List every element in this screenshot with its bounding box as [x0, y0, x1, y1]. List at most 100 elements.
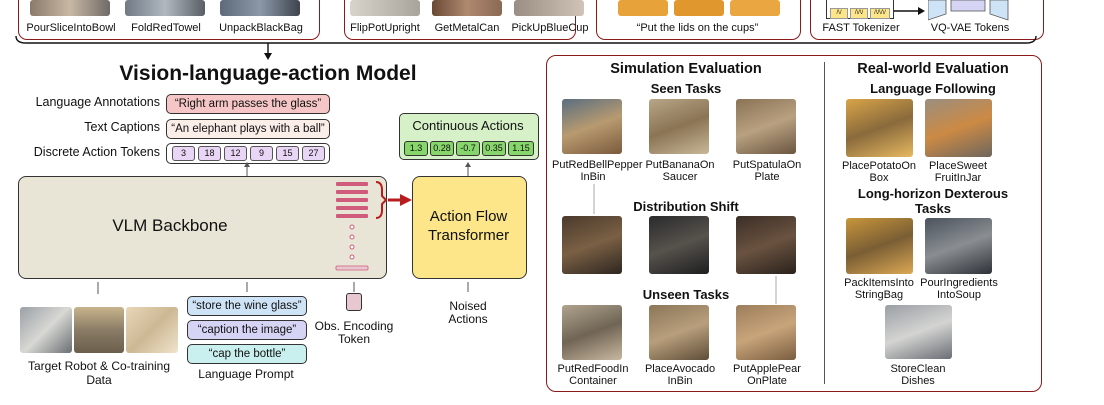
- top-label-metal-can: GetMetalCan: [434, 22, 500, 34]
- tokenizer-arrow: [894, 7, 925, 15]
- continuous-token: 0.35: [482, 141, 506, 156]
- backbone-token-stack: [335, 181, 412, 271]
- unseen-label-3b: OnPlate: [747, 375, 787, 387]
- data-label-line-2: Data: [86, 373, 112, 387]
- store-label-b: Dishes: [901, 375, 935, 387]
- thumb-lids-2: [674, 0, 724, 16]
- distribution-shift-title: Distribution Shift: [633, 199, 739, 214]
- unseen-label-3a: PutApplePear: [733, 363, 801, 375]
- seen-label-1a: PutRedBellPepper: [552, 159, 643, 171]
- prompt-pill-wine-glass: “store the wine glass”: [187, 296, 307, 316]
- shift-thumb-2: [649, 216, 709, 274]
- unseen-label-1b: Container: [569, 375, 617, 387]
- fast-tokenizer-label: FAST Tokenizer: [822, 22, 900, 34]
- lang-label-2a: PlaceSweet: [928, 160, 988, 172]
- top-caption-panel: [596, 0, 801, 40]
- vlm-backbone-label: VLM Backbone: [112, 216, 228, 235]
- connector-arrows: [244, 162, 471, 176]
- real-thumb-sweet: [925, 99, 992, 157]
- vlm-backbone-box: [18, 176, 387, 279]
- row-label-annotations: Language Annotations: [35, 95, 160, 109]
- top-label-pour-slice: PourSliceIntoBowl: [26, 22, 116, 34]
- store-label-a: StoreClean: [890, 363, 946, 375]
- top-label-unpack-bag: UnpackBlackBag: [219, 22, 303, 34]
- data-label-line-1: Target Robot & Co-training: [27, 359, 171, 373]
- top-label-flip-pot: FlipPotUpright: [350, 22, 420, 34]
- data-thumb-robot: [20, 307, 72, 353]
- continuous-token: 1.3: [404, 141, 428, 156]
- flow-label-line-2: Transformer: [427, 227, 510, 244]
- vqvae-tokens-label: VQ-VAE Tokens: [930, 22, 1010, 34]
- discrete-token: 27: [302, 146, 325, 161]
- fast-code-3: /\/\/\/: [870, 8, 890, 19]
- seen-thumb-spatula: [736, 99, 796, 154]
- seen-label-1b: InBin: [580, 171, 606, 183]
- thumb-metal-can: [432, 0, 502, 16]
- prompt-pill-caption: “caption the image”: [187, 320, 307, 340]
- unseen-tasks-title: Unseen Tasks: [642, 287, 730, 302]
- row-label-discrete: Discrete Action Tokens: [33, 145, 160, 159]
- unseen-thumb-avocado: [649, 305, 709, 360]
- thumb-pour-slice: [30, 0, 110, 16]
- action-flow-transformer-box: [412, 176, 527, 279]
- seen-label-3a: PutSpatulaOn: [732, 159, 802, 171]
- long-label-1b: StringBag: [854, 289, 904, 301]
- seen-thumb-bell-pepper: [562, 99, 622, 154]
- obs-label-line-1: Obs. Encoding: [314, 319, 394, 333]
- lang-label-1b: Box: [869, 172, 889, 184]
- data-thumb-elephant: [74, 307, 124, 353]
- top-bracket: [15, 35, 1037, 60]
- prompt-pill-bottle: “cap the bottle”: [187, 344, 307, 364]
- sim-connector-lines: [593, 184, 777, 304]
- thumb-lids-3: [730, 0, 780, 16]
- obs-label-line-2: Token: [337, 332, 371, 346]
- continuous-token: 0.28: [430, 141, 454, 156]
- unseen-label-2b: InBin: [667, 375, 693, 387]
- top-caption-quote: “Put the lids on the cups”: [636, 22, 759, 34]
- thumb-fold-towel: [125, 0, 205, 16]
- seen-label-2b: Saucer: [662, 171, 698, 183]
- fast-code-2: /\/\/: [850, 8, 868, 19]
- thumb-unpack-bag: [220, 0, 300, 16]
- vla-title: Vision-language-action Model: [119, 62, 417, 85]
- top-left-panel: [18, 0, 320, 40]
- discrete-token: 15: [276, 146, 299, 161]
- lower-connectors: [97, 282, 469, 294]
- seen-label-2a: PutBananaOn: [645, 159, 715, 171]
- caption-pill: “An elephant plays with a ball”: [166, 119, 330, 139]
- annotation-pill: “Right arm passes the glass”: [166, 94, 330, 114]
- discrete-token: 9: [250, 146, 273, 161]
- unseen-thumb-red-food: [562, 305, 622, 360]
- unseen-label-2a: PlaceAvocado: [644, 363, 716, 375]
- top-label-blue-cup: PickUpBlueCup: [511, 22, 589, 34]
- row-label-captions: Text Captions: [84, 120, 160, 134]
- long-horizon-title-2: Tasks: [915, 201, 951, 216]
- continuous-token: 1.15: [508, 141, 534, 156]
- real-thumb-potato: [846, 99, 913, 157]
- thumb-blue-cup: [514, 0, 584, 16]
- thumb-flip-pot: [350, 0, 420, 16]
- real-thumb-pack-items: [846, 218, 913, 274]
- fast-code-1: /\/: [830, 8, 848, 19]
- data-thumb-hand: [126, 307, 178, 353]
- lang-label-1a: PlacePotatoOn: [842, 160, 916, 172]
- shift-thumb-1: [562, 216, 622, 274]
- flow-label-line-1: Action Flow: [429, 208, 508, 225]
- shift-thumb-3: [736, 216, 796, 274]
- real-thumb-store-dishes: [885, 305, 952, 359]
- long-label-2b: IntoSoup: [936, 289, 982, 301]
- thumb-lids-1: [618, 0, 668, 16]
- eval-divider: [824, 62, 825, 384]
- seen-thumb-banana: [649, 99, 709, 154]
- seen-label-3b: Plate: [754, 171, 780, 183]
- sim-eval-title: Simulation Evaluation: [610, 61, 762, 77]
- long-label-2a: PourIngredients: [920, 277, 998, 289]
- unseen-label-1a: PutRedFoodIn: [557, 363, 629, 375]
- prompt-label: Language Prompt: [198, 367, 294, 381]
- discrete-token: 3: [172, 146, 195, 161]
- top-tokenizer-panel: [810, 0, 1044, 40]
- long-label-1a: PackItemsInto: [844, 277, 914, 289]
- noised-label-line-1: Noised: [449, 299, 487, 313]
- long-horizon-title-1: Long-horizon Dexterous: [857, 186, 1009, 201]
- discrete-token: 12: [224, 146, 247, 161]
